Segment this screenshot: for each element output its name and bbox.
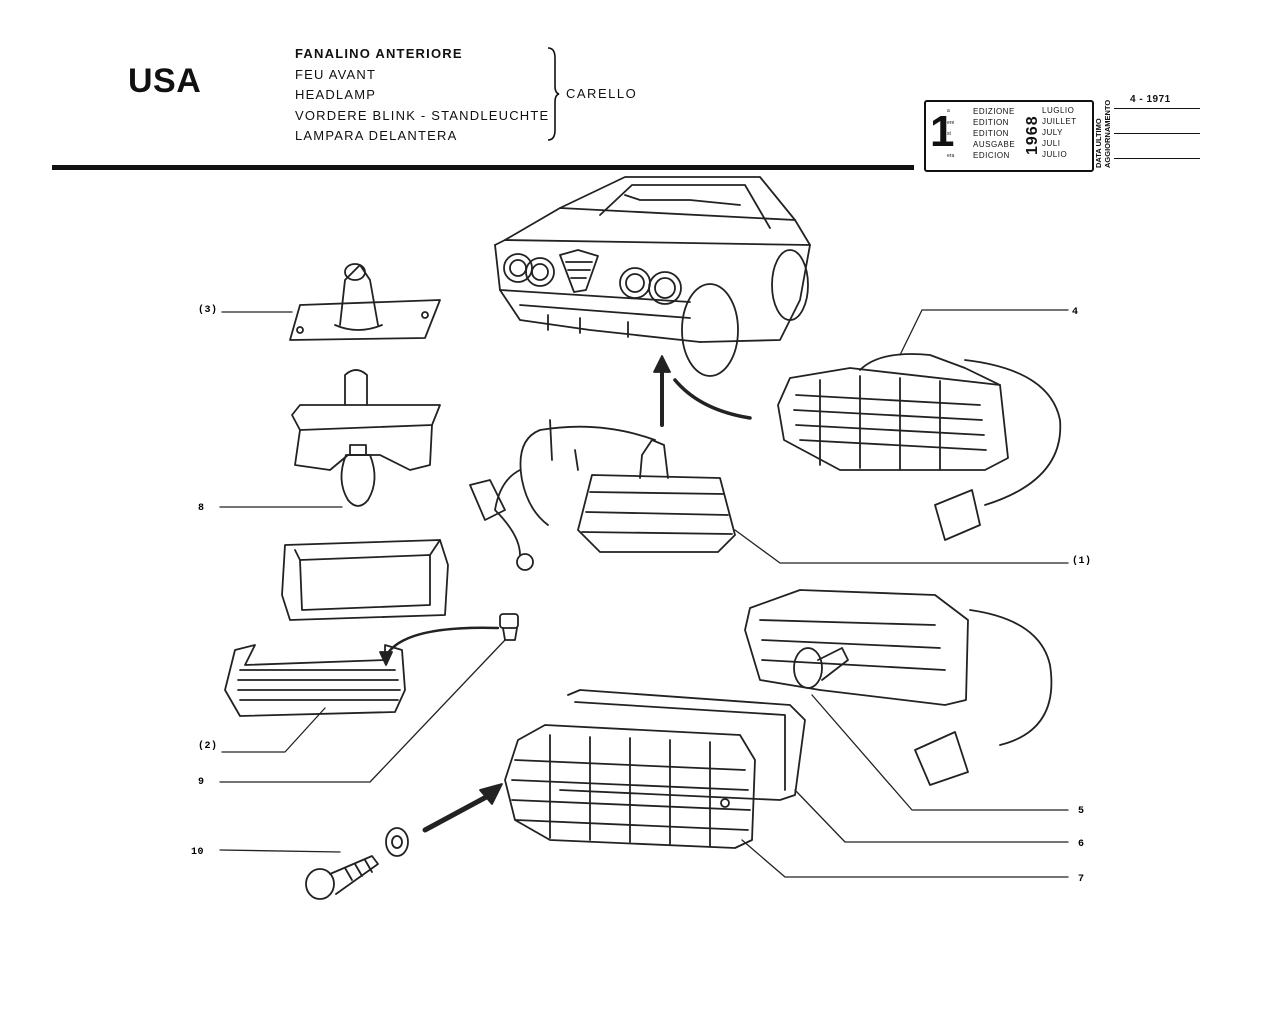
large-lamp-unit-part: [777, 353, 1062, 541]
edition-month: JUILLET: [1042, 117, 1077, 126]
leader-4: [899, 309, 1069, 356]
bulb-socket-part: [291, 369, 441, 507]
title-french: FEU AVANT: [295, 66, 377, 82]
update-date: 4 - 1971: [1130, 94, 1171, 105]
callout-5: 5: [1078, 806, 1085, 817]
leader-5: [811, 694, 1069, 811]
edition-suffix: .: [947, 142, 949, 148]
locator-arrow: [653, 355, 752, 427]
title-german: VORDERE BLINK - STANDLEUCHTE: [295, 107, 550, 123]
lamp-housing-part: [744, 589, 1053, 786]
part-titles: FANALINO ANTERIORE FEU AVANT HEADLAMP VO…: [295, 44, 549, 147]
gasket-part: [559, 689, 806, 801]
edition-month: JULI: [1042, 139, 1061, 148]
callout-4: 4: [1072, 307, 1079, 318]
edition-label: EDITION: [973, 118, 1009, 127]
clear-lens-part: [504, 724, 756, 849]
callout-1: (1): [1072, 555, 1092, 567]
edition-month: LUGLIO: [1042, 106, 1075, 115]
callout-7: 7: [1078, 874, 1085, 885]
callout-9: 9: [198, 777, 205, 788]
leader-7: [741, 839, 1069, 878]
car-front-illustration: [494, 176, 811, 377]
callout-6: 6: [1078, 839, 1085, 850]
update-line: [1114, 108, 1200, 109]
update-line: [1114, 158, 1200, 159]
callout-3: (3): [198, 304, 218, 316]
screw-washer-part: [305, 783, 503, 900]
title-spanish: LAMPARA DELANTERA: [295, 128, 458, 143]
lens-frame-part: [281, 539, 449, 621]
edition-month: JULIO: [1042, 150, 1068, 159]
update-line: [1114, 133, 1200, 134]
leader-2: [221, 707, 326, 753]
leader-1: [734, 529, 1069, 564]
edition-suffix: st: [947, 131, 951, 137]
supplier-name: CARELLO: [566, 86, 638, 101]
callout-8: 8: [198, 503, 205, 514]
leader-10: [219, 849, 341, 853]
leader-9: [219, 639, 506, 783]
small-screw-part: [499, 613, 519, 641]
edition-number: 1: [930, 107, 955, 156]
amber-lens-part: [224, 626, 500, 717]
leader-lines: [219, 309, 1069, 878]
edition-month: JULY: [1042, 128, 1063, 137]
title-italian: FANALINO ANTERIORE: [295, 46, 463, 61]
header-rule: [52, 165, 914, 170]
leader-6: [794, 789, 1069, 843]
edition-suffix: era: [947, 153, 955, 159]
edition-box: [924, 100, 1094, 172]
edition-suffix: ere: [947, 120, 955, 126]
brace-icon: [547, 47, 560, 141]
callout-10: 10: [191, 847, 204, 858]
edition-label: EDICION: [973, 151, 1010, 160]
edition-label: AUSGABE: [973, 140, 1016, 149]
bulb-holder-plate-part: [289, 263, 441, 341]
edition-label: EDIZIONE: [973, 107, 1015, 116]
title-english: HEADLAMP: [295, 87, 377, 102]
callout-2: (2): [198, 740, 218, 752]
assembled-lamp-part: [469, 419, 736, 571]
edition-label: EDITION: [973, 129, 1009, 138]
edition-suffix: a: [947, 108, 950, 114]
market-label: USA: [128, 62, 202, 100]
